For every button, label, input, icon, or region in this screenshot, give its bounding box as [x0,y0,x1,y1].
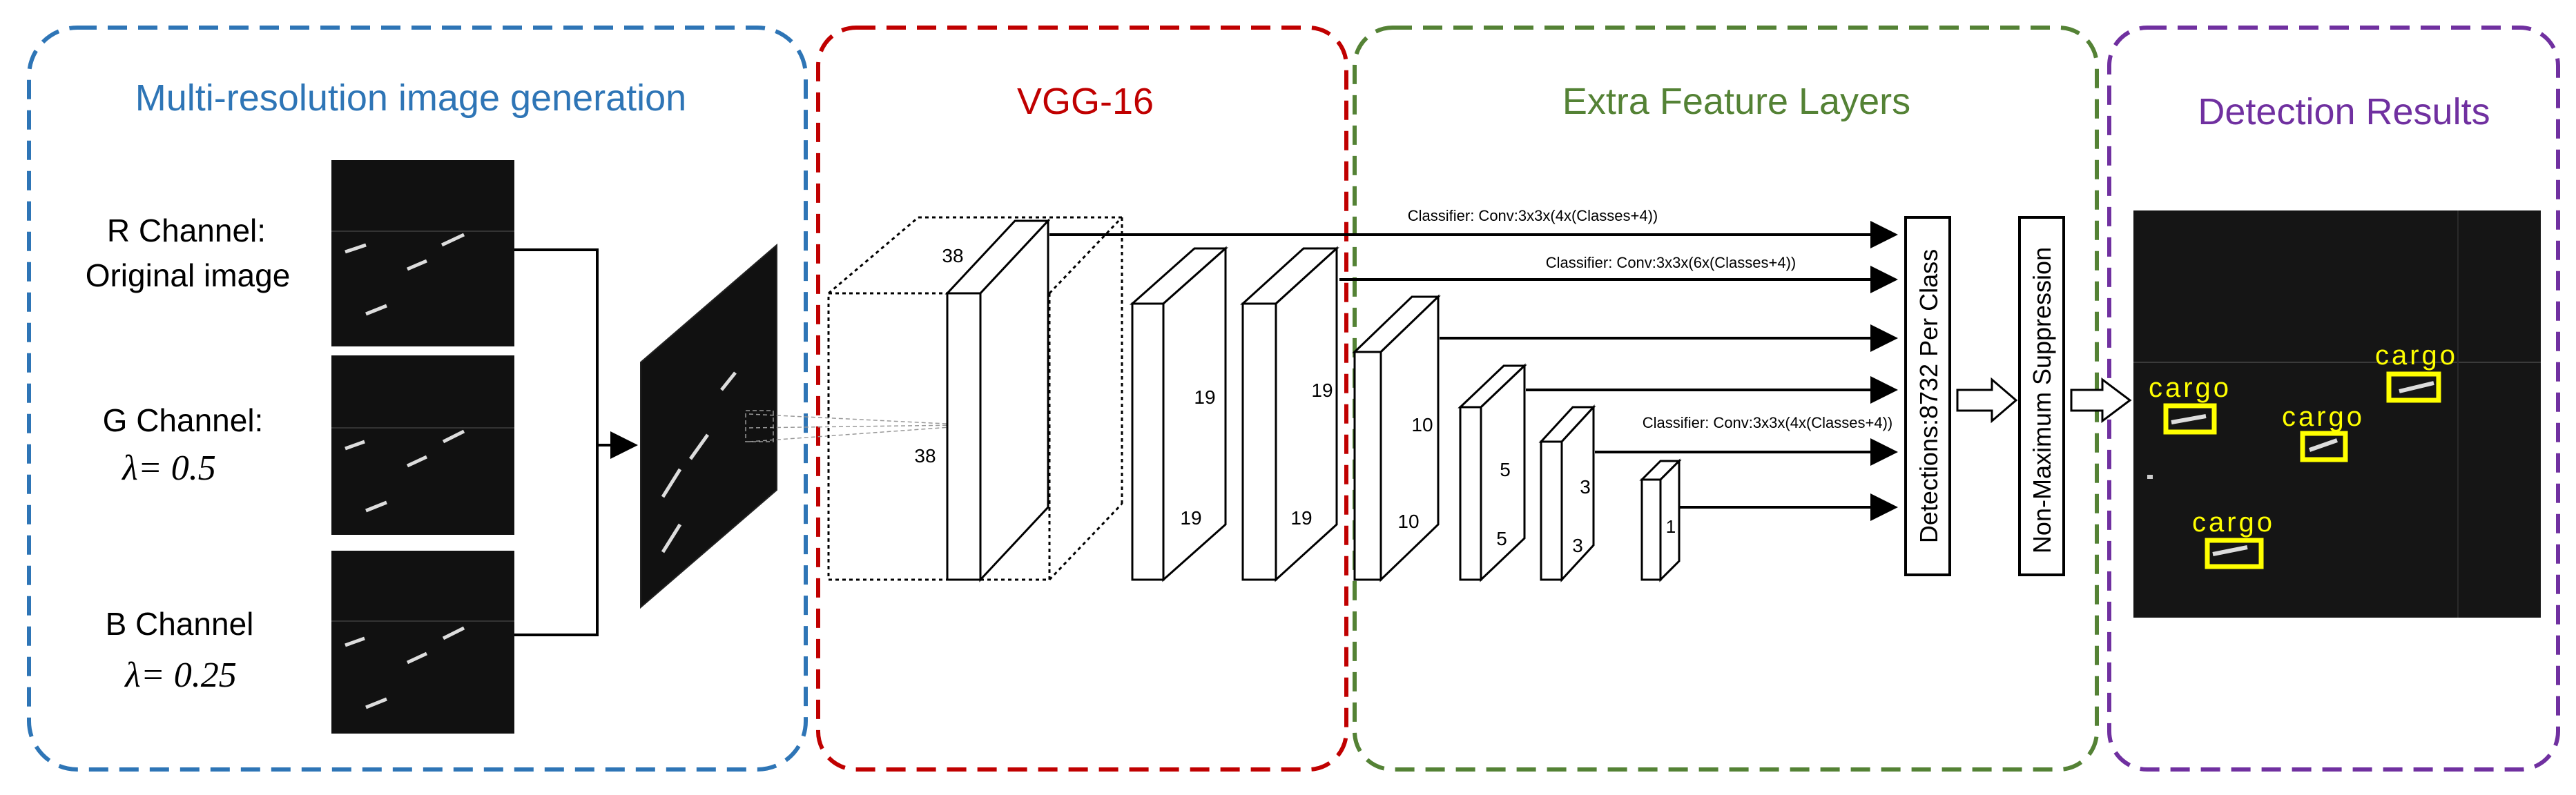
classifier-label-3: Classifier: Conv:3x3x(4x(Classes+4)) [1643,414,1893,431]
vgg-conv6-block [1130,246,1228,582]
extra-dim-3-top: 3 [1580,476,1591,498]
extra-dim-5-bottom: 5 [1496,528,1507,549]
nms-box [2018,216,2065,576]
detection-box-1 [2163,403,2217,435]
vgg-dim-38-top: 38 [942,245,963,266]
panel-title-extra-layers: Extra Feature Layers [1562,81,1910,122]
extra-layer-1 [1639,458,1682,582]
panel-border-multi-resolution [27,26,808,772]
g-channel-lambda: λ= 0.5 [121,449,216,488]
panel-title-vgg16: VGG-16 [1017,81,1154,122]
vgg-dim-19-a-bottom: 19 [1180,507,1201,529]
vgg-dim-38-side: 38 [914,445,936,467]
g-channel-label: G Channel: [103,402,264,438]
b-channel-image [331,551,514,734]
extra-layer-3 [1538,404,1596,582]
nms-label: Non-Maximum Suppression [2028,247,2056,553]
detection-label-cargo-1: cargo [2149,373,2231,403]
detections-box [1904,216,1951,576]
extra-dim-1: 1 [1666,516,1676,537]
channel-merge-connector [514,248,638,636]
extra-dim-10-bottom: 10 [1397,511,1419,532]
vgg-dim-19-b-mid: 19 [1311,380,1333,401]
detection-box-3 [2386,371,2441,403]
detection-label-cargo-3: cargo [2375,340,2458,371]
r-channel-sublabel: Original image [86,257,291,293]
vgg-dim-19-a-mid: 19 [1194,386,1215,408]
detections-label: Detections:8732 Per Class [1915,249,1943,543]
vgg-input-cube-dotted [827,216,1123,581]
merged-rgb-image [640,243,777,609]
vgg-conv7-block [1240,246,1339,582]
projection-rays [745,410,960,442]
hollow-arrow-to-nms [1956,377,2018,424]
detection-label-cargo-4: cargo [2192,507,2275,538]
detection-result-image [2133,210,2541,618]
b-channel-label: B Channel [106,606,254,642]
extra-dim-10-top: 10 [1411,414,1433,435]
extra-dim-3-bottom: 3 [1572,535,1583,556]
extra-layer-10 [1352,294,1441,582]
classifier-label-2: Classifier: Conv:3x3x(6x(Classes+4)) [1546,254,1797,271]
panel-border-vgg16 [816,26,1348,772]
detection-box-2 [2300,431,2348,462]
extra-layer-5 [1458,363,1527,582]
detection-label-cargo-2: cargo [2282,402,2365,432]
detection-box-4 [2205,538,2264,569]
vgg-conv4-block [945,218,1051,582]
classifier-label-1: Classifier: Conv:3x3x(4x(Classes+4)) [1408,207,1658,224]
panel-title-detection-results: Detection Results [2198,91,2490,132]
b-channel-lambda: λ= 0.25 [124,656,237,695]
g-channel-image [331,355,514,535]
panel-title-multi-resolution: Multi-resolution image generation [135,77,686,119]
classifier-arrows [1049,221,1898,521]
hollow-arrow-to-results [2070,377,2132,423]
r-channel-image [331,160,514,346]
extra-dim-5-top: 5 [1500,459,1511,480]
detection-boxes [2163,371,2441,569]
vgg-dim-19-b-bottom: 19 [1290,507,1312,529]
r-channel-label: R Channel: [107,213,266,248]
